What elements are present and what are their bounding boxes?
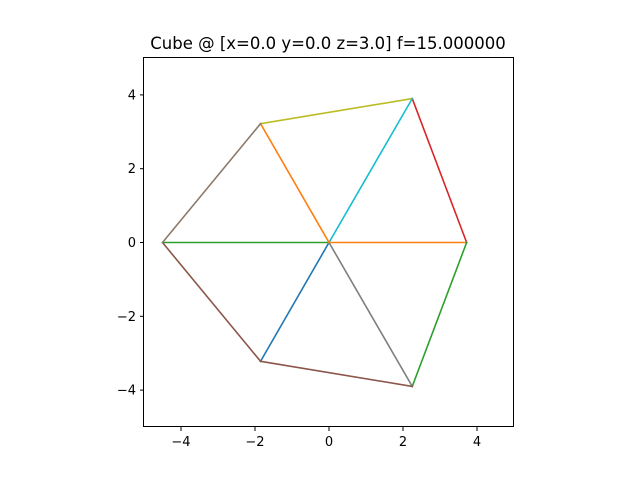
edge-line-6: [327, 241, 414, 388]
edge-line-8: [327, 97, 414, 244]
x-tick-label: 0: [325, 435, 333, 450]
edge-line-7: [259, 97, 414, 125]
edge-line-12: [259, 360, 414, 388]
y-tick-label: 2: [128, 162, 136, 177]
x-axis: −4 −2 0 2 4: [171, 427, 481, 450]
edge-line-9: [259, 122, 331, 244]
y-tick-label: −2: [117, 310, 136, 325]
x-tick-label: 4: [473, 435, 481, 450]
chart-title: Cube @ [x=0.0 y=0.0 z=3.0] f=15.000000: [150, 34, 505, 53]
edge-line-10: [411, 241, 468, 388]
edge-line-5: [161, 241, 262, 363]
edge-line-1: [259, 241, 331, 363]
series-layer: [161, 97, 468, 388]
y-tick-label: 4: [128, 88, 136, 103]
x-tick-label: −4: [171, 435, 190, 450]
y-axis: −4 −2 0 2 4: [117, 88, 144, 399]
x-tick-label: −2: [245, 435, 264, 450]
edge-line-4: [411, 97, 468, 244]
y-tick-label: 0: [128, 236, 136, 251]
edge-line-11: [161, 122, 262, 244]
x-tick-label: 2: [399, 435, 407, 450]
y-tick-label: −4: [117, 384, 136, 399]
plot-area: [143, 57, 514, 427]
